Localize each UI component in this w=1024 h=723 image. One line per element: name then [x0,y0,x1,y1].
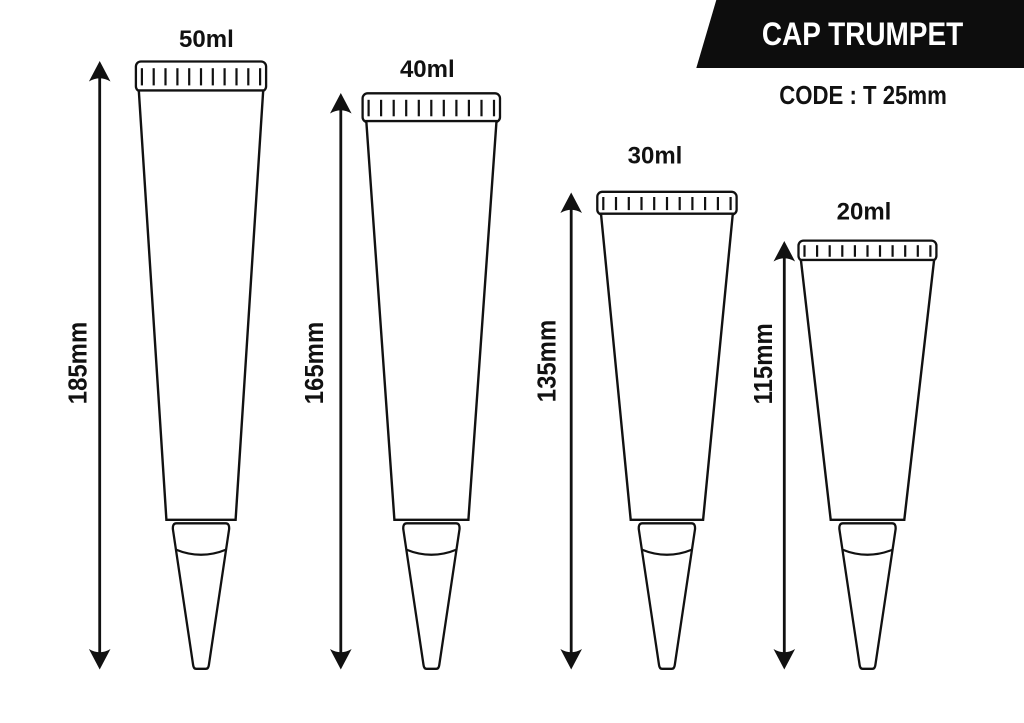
svg-text:135mm: 135mm [533,320,562,402]
svg-text:50ml: 50ml [179,26,234,53]
svg-text:CODE : T 25mm: CODE : T 25mm [779,82,947,111]
svg-text:185mm: 185mm [63,322,92,404]
svg-text:30ml: 30ml [628,143,683,170]
svg-text:165mm: 165mm [300,322,329,404]
svg-text:CAP TRUMPET: CAP TRUMPET [762,17,964,52]
svg-text:115mm: 115mm [749,323,778,404]
svg-text:20ml: 20ml [837,199,892,226]
svg-text:40ml: 40ml [400,56,455,83]
